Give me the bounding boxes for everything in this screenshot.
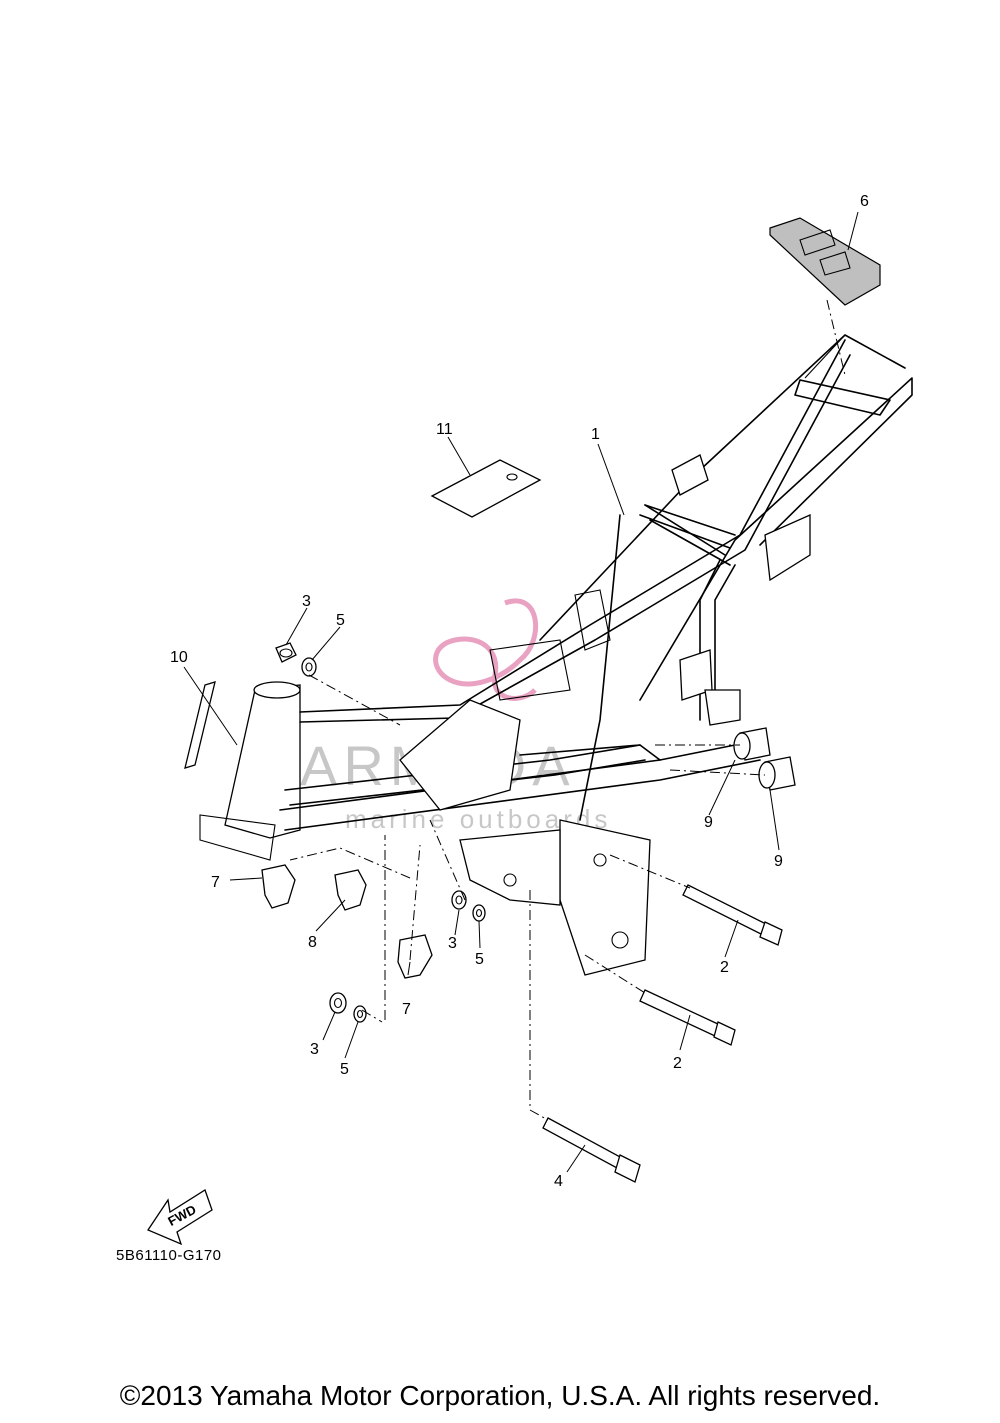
callout-10: 10 — [170, 649, 188, 666]
part-6-rear-bracket — [769, 217, 881, 306]
bolts — [542, 884, 783, 1183]
callout-5-middle: 5 — [475, 951, 484, 968]
nuts-and-washers — [275, 642, 486, 1023]
callout-7-lower: 7 — [402, 1001, 411, 1018]
assembly-lines — [289, 299, 846, 1121]
fwd-arrow: FWD — [147, 1189, 213, 1246]
clamp-7-upper — [261, 864, 296, 909]
callout-2-upper: 2 — [720, 959, 729, 976]
callout-11: 11 — [436, 421, 453, 438]
callout-1: 1 — [591, 426, 600, 443]
callout-3-lower: 3 — [310, 1041, 319, 1058]
collars-9 — [733, 727, 796, 791]
part-10-label-strip — [184, 681, 216, 769]
clamp-8 — [334, 869, 367, 911]
bolt-4 — [542, 1117, 641, 1183]
leader-lines — [183, 211, 859, 1173]
clamps — [261, 864, 433, 979]
clamp-7-lower — [397, 934, 433, 979]
callout-4: 4 — [554, 1173, 563, 1190]
callout-9-upper: 9 — [704, 814, 713, 831]
nut-3-lower — [329, 992, 347, 1014]
watermark-logo-icon — [433, 598, 538, 701]
bolt-2-upper — [682, 884, 783, 946]
washer-5-upper — [301, 657, 317, 677]
callout-3-upper: 3 — [302, 593, 311, 610]
washer-5-lower — [353, 1005, 367, 1023]
callout-8: 8 — [308, 934, 317, 951]
bolt-2-lower — [639, 989, 736, 1046]
copyright-notice: ©2013 Yamaha Motor Corporation, U.S.A. A… — [119, 1380, 881, 1411]
nut-3-middle — [451, 890, 467, 910]
callout-9-lower: 9 — [774, 853, 783, 870]
callout-7-upper: 7 — [211, 874, 220, 891]
diagram-code: 5B61110-G170 — [116, 1247, 222, 1264]
collar-9b — [758, 756, 796, 791]
callout-6: 6 — [860, 193, 869, 210]
callout-5-lower: 5 — [340, 1061, 349, 1078]
callout-3-middle: 3 — [448, 935, 457, 952]
callout-5-upper: 5 — [336, 612, 345, 629]
part-11-label — [430, 459, 542, 518]
nut-3-upper — [275, 642, 297, 663]
callout-2-lower: 2 — [673, 1055, 682, 1072]
collar-9a — [733, 727, 771, 761]
main-frame — [199, 334, 913, 976]
washer-5-middle — [472, 904, 486, 922]
callout-numbers: 1 2 2 3 3 3 4 5 5 5 6 7 7 8 9 9 10 11 — [170, 193, 869, 1190]
